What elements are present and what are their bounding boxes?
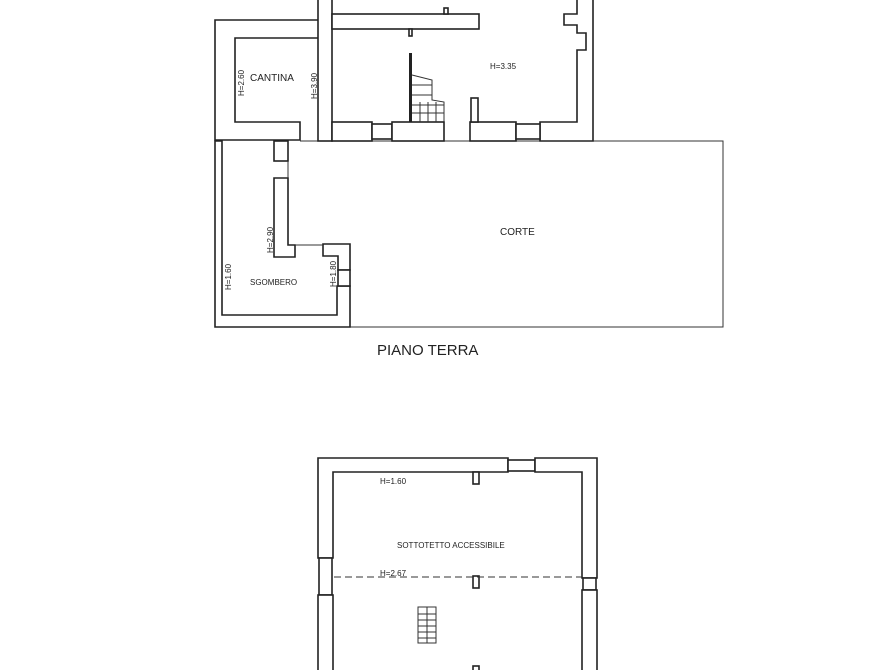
pillar: [472, 665, 480, 670]
pillar: [472, 471, 480, 485]
upper-top-wall-left: [317, 457, 509, 559]
height-label: H=1.60: [380, 477, 407, 486]
height-label: H=2.60: [237, 69, 246, 96]
height-label: H=3.90: [310, 72, 319, 99]
sgombero-walls: [214, 140, 351, 328]
window: [337, 269, 351, 287]
upper-top-wall-right: [534, 457, 598, 579]
height-label: H=2.90: [266, 226, 275, 253]
pillar: [472, 575, 480, 589]
room-label-cantina: CANTINA: [250, 73, 294, 84]
main-top-pillar: [443, 7, 449, 15]
height-label: H=1.60: [224, 263, 233, 290]
room-label-corte: CORTE: [500, 227, 535, 238]
partition-wall: [273, 177, 296, 258]
upper-left-wall: [317, 594, 334, 670]
ground-floor-plan: CANTINA H=2.60 H=3.90 H=3.35 CORTE SGOMB…: [214, 0, 724, 359]
room-label-sottotetto: SOTTOTETTO ACCESSIBILE: [397, 541, 505, 550]
upper-floor-plan: H=1.60 SOTTOTETTO ACCESSIBILE H=2.67: [317, 457, 598, 670]
staircase: [409, 53, 445, 122]
main-left-wall: [317, 0, 333, 142]
height-label: H=1.80: [329, 260, 338, 287]
main-top-wall: [331, 13, 480, 30]
main-bottom-wall-3: [469, 121, 517, 142]
window: [582, 577, 597, 591]
main-bottom-wall-2: [391, 121, 445, 142]
pillar: [273, 140, 289, 162]
floor-title-piano-terra: PIANO TERRA: [377, 342, 478, 359]
window: [318, 557, 333, 596]
staircase: [417, 606, 437, 644]
upper-right-wall: [581, 589, 598, 670]
window: [515, 123, 541, 140]
window: [371, 123, 393, 140]
room-label-sgombero: SGOMBERO: [250, 278, 297, 287]
main-inner-pillar: [408, 28, 413, 37]
height-label: H=3.35: [490, 62, 517, 71]
height-label: H=2.67: [380, 569, 407, 578]
main-right-wall: [539, 0, 594, 142]
pillar: [470, 97, 479, 123]
window: [507, 459, 536, 472]
main-bottom-wall-1: [331, 121, 373, 142]
